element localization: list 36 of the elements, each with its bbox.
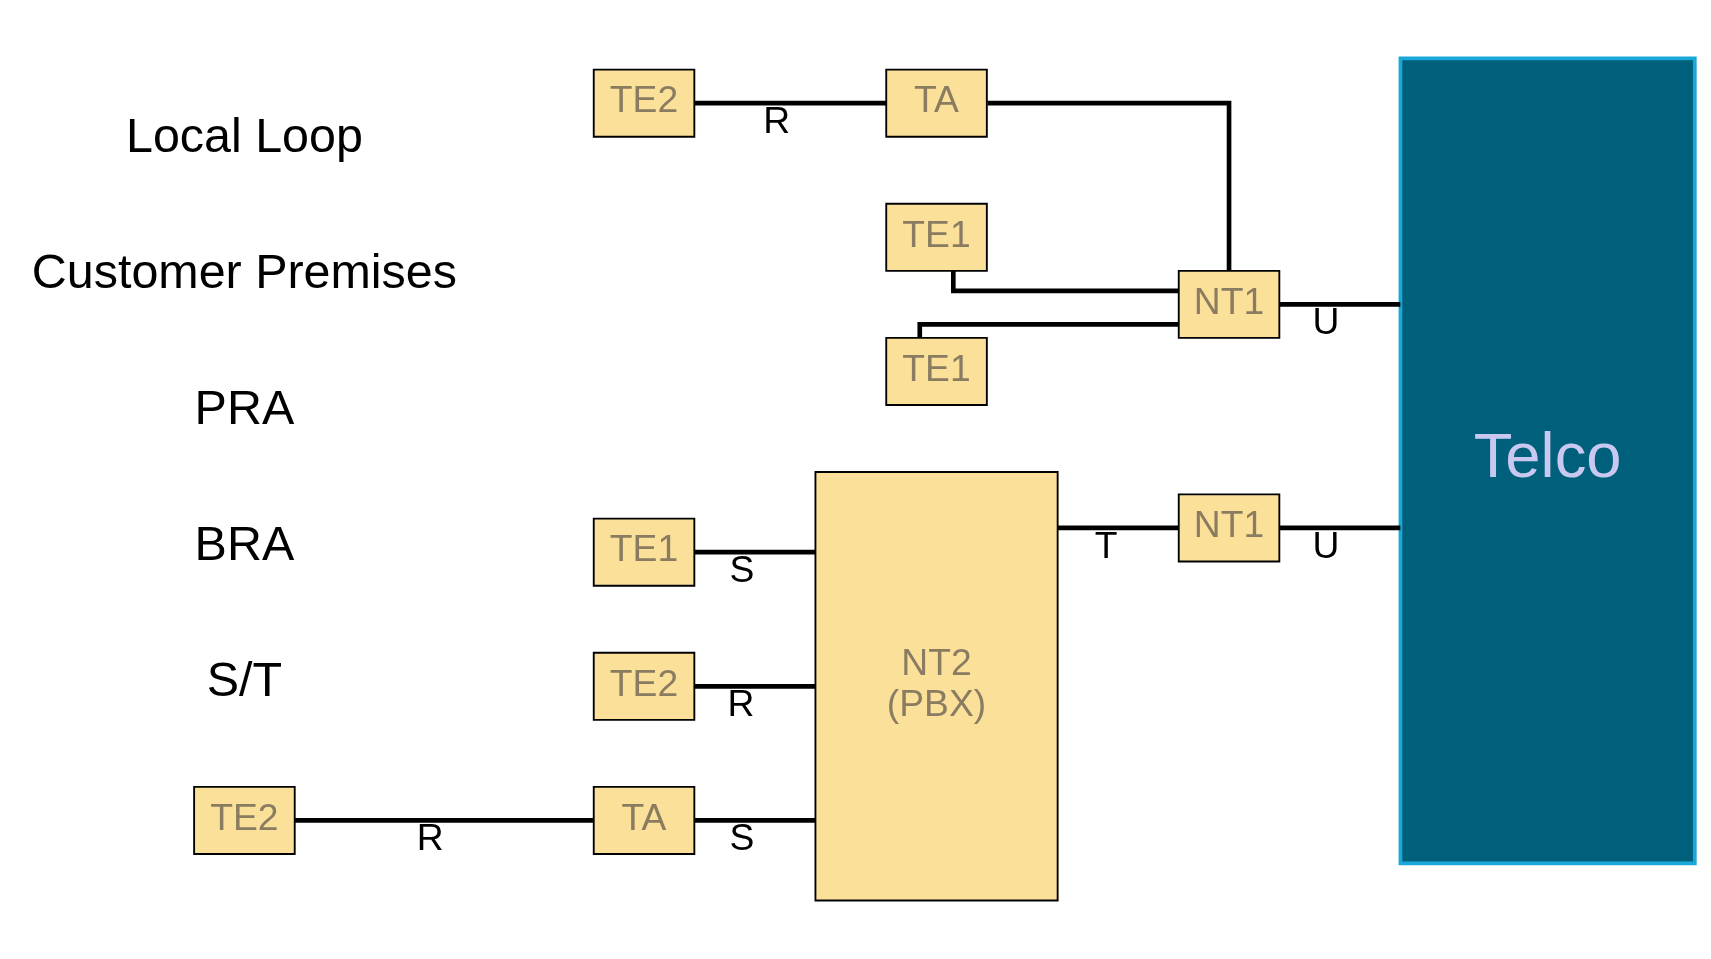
edge-label: U xyxy=(1312,300,1340,343)
label: Customer Premises xyxy=(31,244,457,299)
label: BRA xyxy=(194,516,295,571)
label: PRA xyxy=(194,380,295,435)
connector xyxy=(1279,525,1401,531)
connector xyxy=(1279,302,1401,307)
node-box: TE1 xyxy=(885,337,988,406)
node-box: TA xyxy=(592,785,696,855)
node-box: TE2 xyxy=(193,785,296,855)
edge-label: U xyxy=(1312,523,1340,566)
edge-label: T xyxy=(1094,523,1118,566)
connector xyxy=(917,322,1179,338)
node-box: NT1 xyxy=(1177,269,1281,339)
label: Local Loop xyxy=(125,108,363,163)
edge-label: R xyxy=(727,682,755,725)
connector xyxy=(695,818,816,823)
connector xyxy=(695,683,816,689)
node-box: TA xyxy=(885,68,988,138)
edge-label: R xyxy=(763,98,791,141)
edge-label: S xyxy=(729,547,755,590)
connector xyxy=(695,100,887,106)
connector xyxy=(695,549,816,555)
node-box: Telco xyxy=(1398,56,1697,866)
label: S/T xyxy=(206,652,283,707)
node-box: TE1 xyxy=(885,202,988,272)
connector xyxy=(1058,525,1179,531)
node-box: TE2 xyxy=(592,651,696,721)
connector xyxy=(295,818,594,823)
node-box: TE1 xyxy=(592,517,696,587)
node-box: NT1 xyxy=(1177,493,1281,563)
node-box: TE2 xyxy=(592,68,696,138)
edge-label: S xyxy=(729,816,755,859)
connector xyxy=(950,270,1179,294)
node-box: NT2 (PBX) xyxy=(814,471,1059,902)
connector xyxy=(987,100,1232,271)
edge-label: R xyxy=(416,816,444,859)
